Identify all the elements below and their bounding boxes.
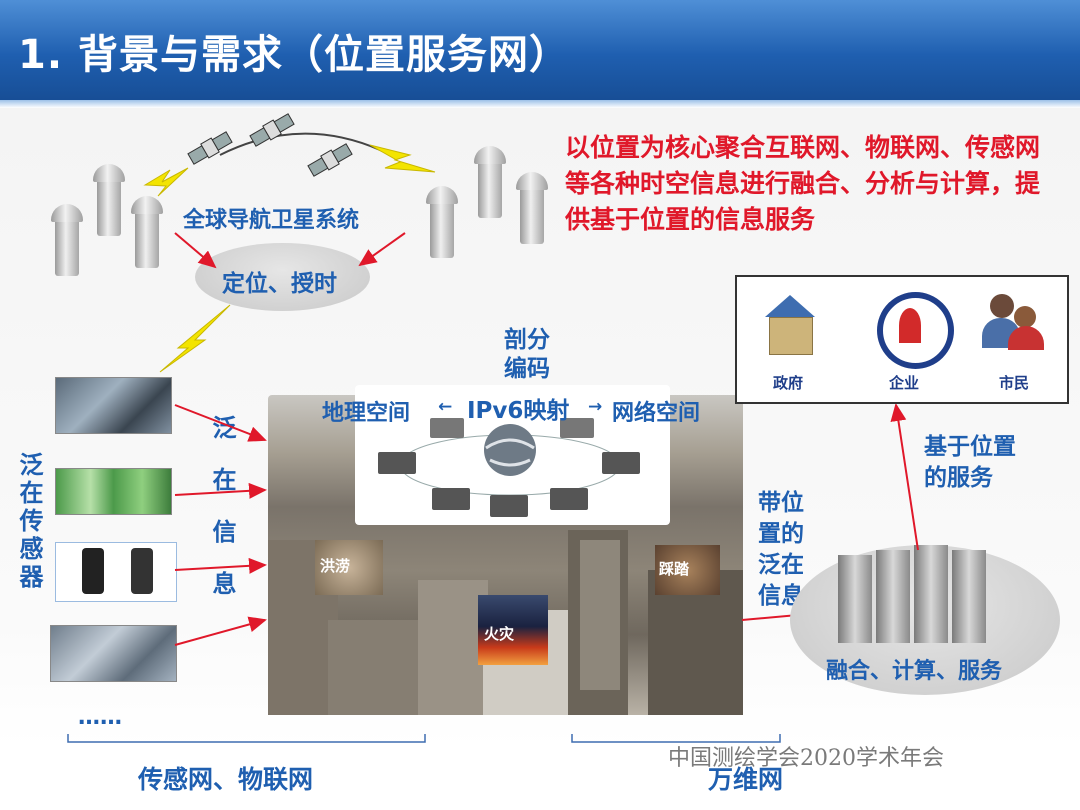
positioning-cloud: [195, 243, 370, 311]
lbs-label: 基于位置的服务: [924, 434, 1016, 491]
sensor-network-label: 传感网、物联网: [138, 765, 314, 794]
positioning-label: 定位、授时: [222, 271, 337, 297]
fusion-label: 融合、计算、服务: [826, 659, 1003, 684]
stampede-marker: 踩踏: [655, 545, 720, 595]
sensor-photo-device: [55, 377, 172, 434]
up-arrow: [890, 403, 919, 551]
citizen-icon: [982, 292, 1052, 352]
fire-marker: 火灾: [478, 595, 548, 665]
enterprise-icon: [877, 292, 954, 369]
sensor-photo-bus: [55, 468, 172, 515]
right-arrow-icon: →: [588, 397, 603, 417]
flood-marker: 洪涝: [315, 540, 383, 595]
www-label: 万维网: [708, 765, 784, 794]
location-info-label: 带位置的泛在信息: [758, 490, 804, 609]
bottom-brackets: [67, 734, 781, 743]
fire-label: 火灾: [484, 625, 515, 643]
sensor-photo-phones: [55, 542, 177, 602]
flood-label: 洪涝: [320, 557, 351, 575]
sensor-arrows: [174, 404, 267, 646]
sensor-photo-traffic-cameras: [50, 625, 177, 682]
lightning-icon: [159, 304, 231, 373]
ipv6-label: IPv6映射: [467, 398, 570, 424]
title-bar: [0, 0, 1080, 108]
government-icon: [755, 295, 825, 355]
gnss-label: 全球导航卫星系统: [183, 208, 360, 233]
encoding-label: 剖分编码: [504, 327, 550, 382]
core-statement: 以位置为核心聚合互联网、物联网、传感网等各种时空信息进行融合、分析与计算，提供基…: [565, 133, 1041, 234]
geo-space-label: 地理空间: [322, 401, 411, 426]
network-illustration: [378, 418, 640, 517]
net-space-label: 网络空间: [612, 401, 701, 426]
left-arrow-icon: ←: [438, 397, 453, 417]
gov-label: 政府: [773, 374, 804, 392]
ubiquitous-info-label: 泛在信息: [208, 415, 236, 623]
gnss-arrows: [174, 232, 406, 269]
user-panel: 政府 企业 市民: [735, 275, 1069, 404]
server-rack-icon: [838, 545, 988, 645]
ubiquitous-sensor-label: 泛在传感器: [15, 452, 43, 592]
enterprise-label: 企业: [889, 374, 920, 392]
watermark-text: 中国测绘学会2020学术年会: [668, 746, 944, 771]
ellipsis-text: ……: [78, 705, 122, 730]
satellite-illustration: [143, 113, 436, 197]
page-title: 1. 背景与需求（位置服务网）: [18, 32, 570, 78]
stampede-label: 踩踏: [659, 560, 690, 578]
citizen-label: 市民: [999, 374, 1030, 392]
